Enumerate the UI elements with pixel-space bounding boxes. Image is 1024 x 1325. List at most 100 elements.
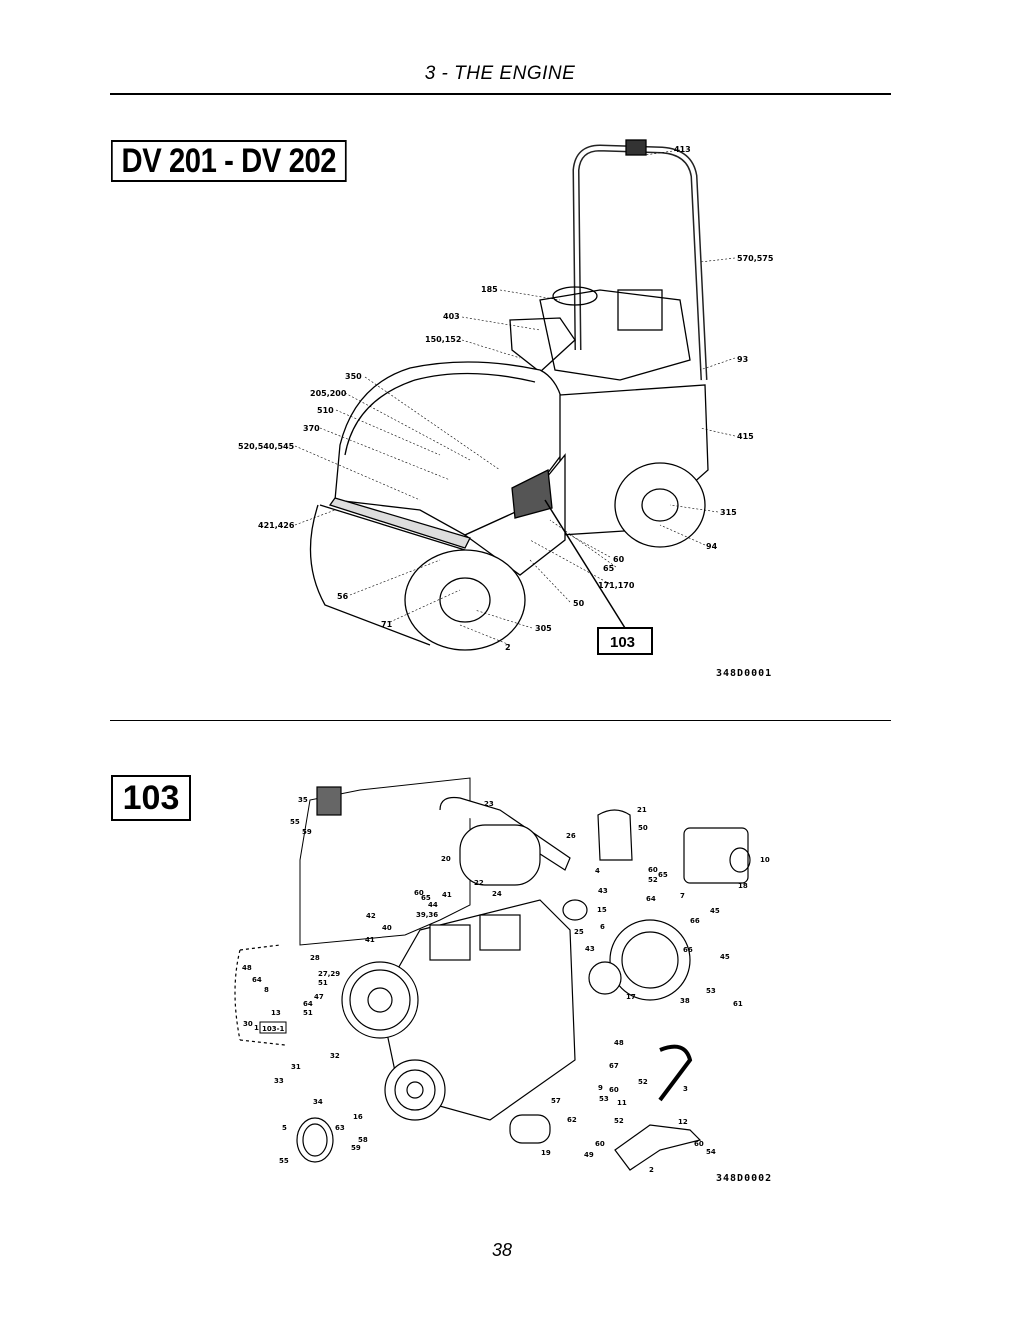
- callout: 47: [314, 993, 324, 1001]
- callout: 7: [680, 892, 685, 900]
- callout: 1: [254, 1024, 259, 1032]
- header-rule: [110, 93, 891, 95]
- callout: 65: [603, 564, 615, 573]
- callout: 61: [733, 1000, 743, 1008]
- callout: 43: [585, 945, 595, 953]
- callout: 53: [706, 987, 716, 995]
- callout: 51: [303, 1009, 313, 1017]
- callout: 35: [298, 796, 308, 804]
- callout: 2: [505, 643, 511, 652]
- callout: 315: [720, 508, 737, 517]
- callout: 23: [484, 800, 494, 808]
- callout: 150,152: [425, 335, 461, 344]
- callout: 21: [637, 806, 647, 814]
- callout: 63: [335, 1124, 345, 1132]
- callout: 40: [382, 924, 392, 932]
- callout: 44: [428, 901, 438, 909]
- callout: 42: [366, 912, 376, 920]
- callout: 22: [474, 879, 484, 887]
- sub-ref-label: 103-1: [262, 1025, 285, 1033]
- section-title: 103: [111, 775, 191, 821]
- callout: 32: [330, 1052, 340, 1060]
- callout: 66: [690, 917, 700, 925]
- callout: 41: [442, 891, 452, 899]
- callout: 421,426: [258, 521, 295, 530]
- callout: 60: [609, 1086, 619, 1094]
- drawing-id: 348D0001: [716, 668, 772, 679]
- callout: 62: [567, 1116, 577, 1124]
- callout: 16: [353, 1113, 363, 1121]
- callout: 6: [600, 923, 605, 931]
- callout: 31: [291, 1063, 301, 1071]
- page-header-title: 3 - THE ENGINE: [424, 63, 576, 84]
- callout: 54: [706, 1148, 716, 1156]
- callout: 64: [252, 976, 262, 984]
- callout: 41: [365, 936, 375, 944]
- callout: 64: [303, 1000, 313, 1008]
- callout: 60: [694, 1140, 704, 1148]
- callout: 2: [649, 1166, 654, 1174]
- callout: 24: [492, 890, 502, 898]
- callout: 11: [617, 1099, 627, 1107]
- callout: 13: [271, 1009, 281, 1017]
- callout: 30: [243, 1020, 253, 1028]
- callout: 9: [598, 1084, 603, 1092]
- callout: 15: [597, 906, 607, 914]
- callout: 19: [541, 1149, 551, 1157]
- callout: 27,29: [318, 970, 340, 978]
- callout: 4: [595, 867, 600, 875]
- callout: 34: [313, 1098, 323, 1106]
- callout: 17: [626, 993, 636, 1001]
- callout: 33: [274, 1077, 284, 1085]
- sub-ref-box: [259, 1021, 287, 1034]
- callout: 185: [481, 285, 498, 294]
- callout: 65: [658, 871, 668, 879]
- ref-box-103: [597, 627, 653, 655]
- callout: 18: [738, 882, 748, 890]
- callout: 48: [242, 964, 252, 972]
- callout: 350: [345, 372, 362, 381]
- callout: 8: [264, 986, 269, 994]
- callout: 52: [614, 1117, 624, 1125]
- callout: 65: [421, 894, 431, 902]
- callout: 20: [441, 855, 451, 863]
- callout: 71: [381, 620, 393, 629]
- callout: 5: [282, 1124, 287, 1132]
- ref-box-label: 103: [610, 634, 635, 651]
- callout: 64: [646, 895, 656, 903]
- callout: 12: [678, 1118, 688, 1126]
- callout: 43: [598, 887, 608, 895]
- callout: 3: [683, 1085, 688, 1093]
- callout: 39,36: [416, 911, 438, 919]
- callout: 55: [279, 1157, 289, 1165]
- callout: 59: [302, 828, 312, 836]
- callout: 52: [638, 1078, 648, 1086]
- callout: 93: [737, 355, 748, 364]
- callout: 57: [551, 1097, 561, 1105]
- callout: 66: [683, 946, 693, 954]
- callout: 415: [737, 432, 754, 441]
- callout: 60: [595, 1140, 605, 1148]
- callout: 45: [720, 953, 730, 961]
- callout: 50: [573, 599, 585, 608]
- page-number: 38: [491, 1240, 513, 1260]
- callout: 570,575: [737, 254, 774, 263]
- callout: 59: [351, 1144, 361, 1152]
- drawing-id: 348D0002: [716, 1173, 772, 1184]
- callout: 56: [337, 592, 349, 601]
- callout: 60: [613, 555, 625, 564]
- callout: 25: [574, 928, 584, 936]
- callout: 58: [358, 1136, 368, 1144]
- callout: 171,170: [598, 581, 635, 590]
- model-title: DV 201 - DV 202: [111, 140, 347, 182]
- roller-overview-diagram: 103 413 570,575 185 403 150,152 93 350 2…: [238, 139, 774, 679]
- callout: 413: [674, 145, 691, 154]
- callout: 67: [609, 1062, 619, 1070]
- callout: 45: [710, 907, 720, 915]
- callout: 94: [706, 542, 718, 551]
- figure2-callouts: 35 55 59 23 21 50 26 20 22 4 60 52 65 10…: [242, 796, 770, 1174]
- callout: 52: [648, 876, 658, 884]
- callout: 60: [648, 866, 658, 874]
- callout: 28: [310, 954, 320, 962]
